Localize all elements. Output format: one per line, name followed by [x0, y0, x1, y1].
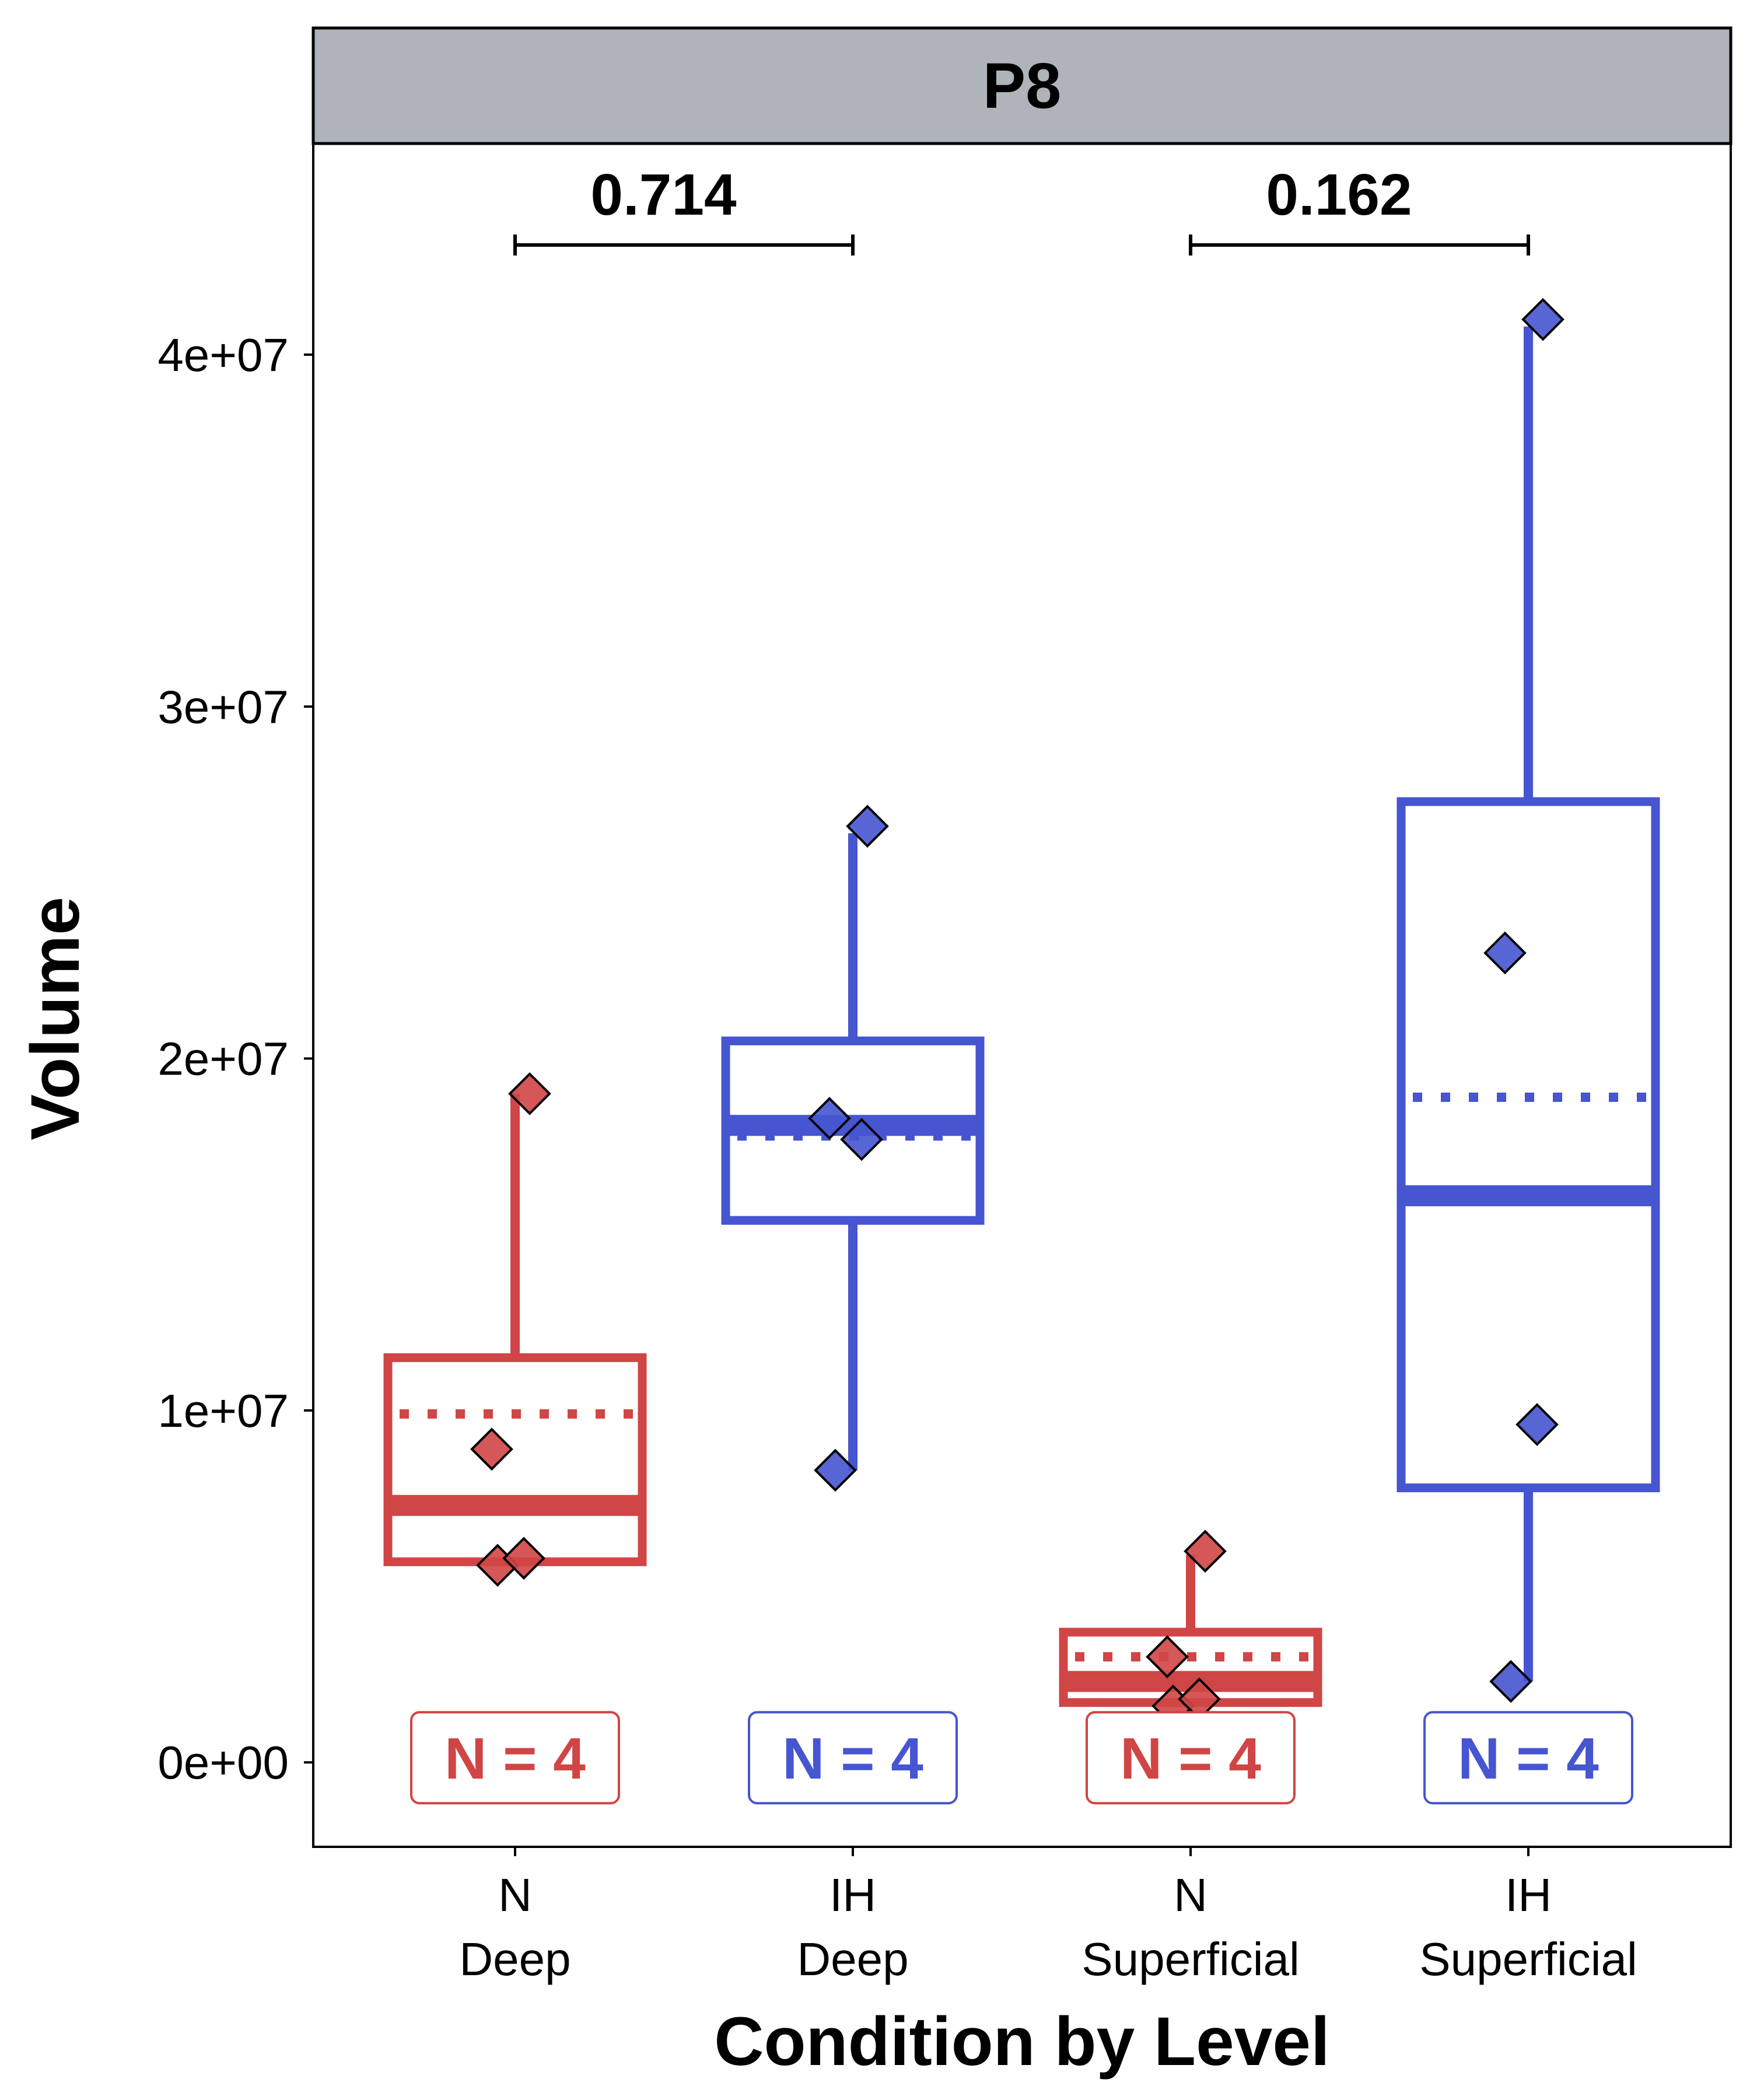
x-tick-label-level: Superficial: [1419, 1933, 1637, 1985]
n-label-text: N = 4: [782, 1726, 923, 1791]
y-tick-label: 0e+00: [158, 1737, 289, 1788]
data-point: [1521, 298, 1564, 341]
n-label-n-superficial: N = 4: [1086, 1711, 1296, 1805]
x-tick-label-condition: N: [498, 1869, 532, 1921]
n-label-ih-deep: N = 4: [748, 1711, 958, 1805]
data-point: [508, 1072, 551, 1115]
n-label-ih-superficial: N = 4: [1423, 1711, 1633, 1805]
n-label-box: [748, 1711, 958, 1805]
x-tick-label-condition: IH: [830, 1869, 876, 1921]
box-n-deep: [383, 1093, 647, 1566]
x-tick-label-level: Deep: [797, 1933, 908, 1985]
y-axis-title: Volume: [17, 897, 94, 1140]
comparison-layer: 0.714 0.162: [513, 162, 1530, 256]
x-axis: N Deep IH Deep N Superficial IH Superficial: [459, 1847, 1637, 1985]
box-rect: [383, 1353, 647, 1566]
strip-background: [312, 26, 1732, 145]
plot-panel: [312, 142, 1732, 1848]
n-label-text: N = 4: [444, 1726, 586, 1791]
x-tick-label-level: Deep: [459, 1933, 570, 1985]
x-axis-title: Condition by Level: [714, 2003, 1330, 2080]
panel-border: [312, 142, 1732, 1848]
point-layer: [470, 298, 1564, 1728]
y-axis: 0e+00 1e+07 2e+07 3e+07 4e+07: [158, 329, 313, 1788]
x-tick-label-level: Superficial: [1082, 1933, 1300, 1985]
x-tick-label-condition: IH: [1505, 1869, 1552, 1921]
data-point: [846, 804, 889, 848]
x-tick-label-condition: N: [1174, 1869, 1208, 1921]
box-layer: [383, 326, 1660, 1707]
n-label-text: N = 4: [1458, 1726, 1599, 1791]
y-tick-label: 4e+07: [158, 329, 289, 381]
data-point: [1483, 931, 1527, 975]
data-point: [1146, 1635, 1189, 1679]
n-label-box: [1423, 1711, 1633, 1805]
data-point: [814, 1448, 857, 1492]
y-tick-label: 3e+07: [158, 681, 289, 733]
box-n-superficial: [1059, 1555, 1322, 1707]
data-point: [840, 1118, 883, 1161]
n-label-box: [410, 1711, 620, 1805]
data-point: [1184, 1530, 1227, 1573]
strip-title: P8: [983, 50, 1062, 122]
data-point: [470, 1427, 513, 1471]
comparison-bracket: 0.714: [513, 162, 855, 256]
y-tick-label: 2e+07: [158, 1033, 289, 1085]
box-ih-superficial: [1396, 326, 1660, 1682]
n-label-text: N = 4: [1120, 1726, 1261, 1791]
data-point: [808, 1097, 851, 1140]
panel-strip: P8: [312, 26, 1732, 145]
data-point: [1516, 1403, 1559, 1446]
data-point: [502, 1536, 545, 1580]
y-tick-label: 1e+07: [158, 1385, 289, 1437]
p-value-label: 0.714: [590, 162, 737, 228]
p-value-label: 0.162: [1266, 162, 1412, 228]
n-label-layer: N = 4 N = 4 N = 4 N = 4: [410, 1711, 1633, 1805]
n-label-n-deep: N = 4: [410, 1711, 620, 1805]
box-rect: [1396, 797, 1660, 1493]
n-label-box: [1086, 1711, 1296, 1805]
comparison-bracket: 0.162: [1189, 162, 1530, 256]
data-point: [1489, 1660, 1532, 1703]
